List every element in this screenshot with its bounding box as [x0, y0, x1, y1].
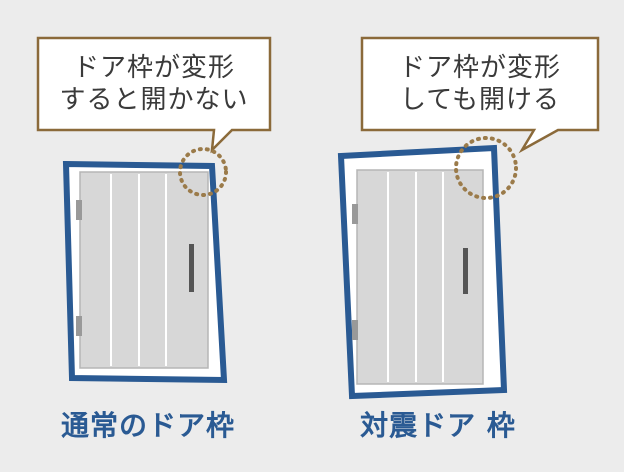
- right-bubble-line1: ドア枠が変形: [398, 53, 561, 83]
- right-hinges: [352, 204, 358, 340]
- right-door-handle: [463, 248, 468, 294]
- right-bubble-line2: しても開ける: [400, 85, 560, 115]
- left-speech-bubble: [36, 36, 272, 154]
- right-highlight-circle: [454, 136, 518, 200]
- left-highlight-circle: [178, 147, 228, 197]
- left-bubble-line1: ドア枠が変形: [72, 53, 235, 83]
- right-caption: 対震ドア 枠: [360, 409, 516, 442]
- left-door-handle: [189, 244, 194, 292]
- left-bubble-text: ドア枠が変形 すると開かない: [38, 52, 270, 116]
- left-bubble-line2: すると開かない: [59, 85, 249, 115]
- right-bubble-text: ドア枠が変形 しても開ける: [362, 52, 598, 116]
- left-door: [79, 171, 209, 369]
- left-caption: 通常のドア枠: [60, 409, 235, 442]
- left-hinges: [76, 200, 82, 336]
- right-door: [356, 169, 484, 385]
- right-speech-bubble: [360, 36, 600, 154]
